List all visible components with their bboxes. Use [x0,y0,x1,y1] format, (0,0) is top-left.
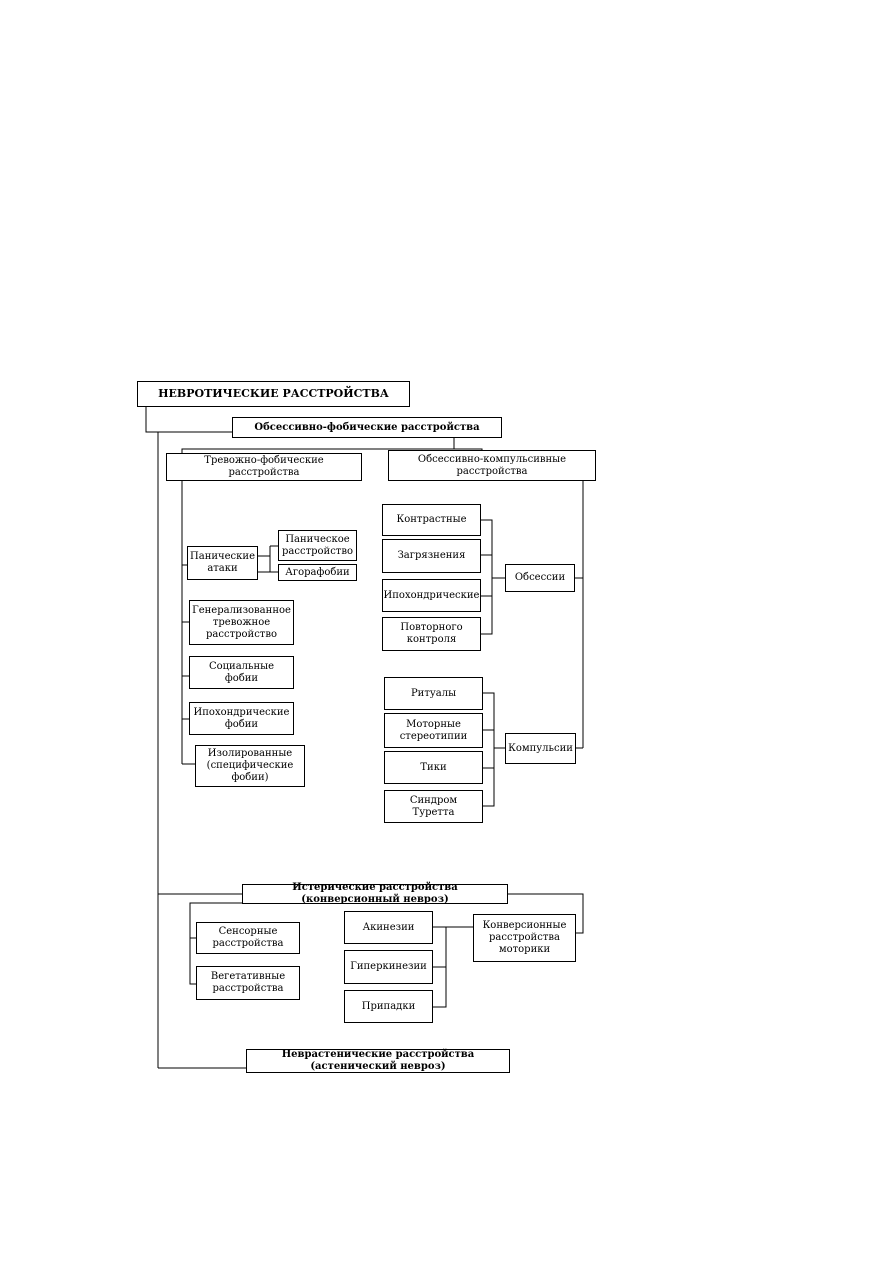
node-obsessive-compulsive: Обсессивно-компульсивные расстройства [388,450,596,481]
connector-hyst-right [508,893,584,934]
node-conversion-motor: Конверсионные расстройства моторики [473,914,576,962]
node-hypochondriac-obsession: Ипохондрические [382,579,481,612]
node-contrast: Контрастные [382,504,481,536]
node-agoraphobia: Агорафобии [278,564,357,581]
node-obsessions: Обсессии [505,564,575,592]
node-neurasthenic: Неврастенические расстройства (астеничес… [246,1049,510,1073]
node-compulsions: Компульсии [505,733,576,764]
node-hyperkinesia: Гиперкинезии [344,950,433,984]
node-root: НЕВРОТИЧЕСКИЕ РАССТРОЙСТВА [137,381,410,407]
node-hysteric: Истерические расстройства (конверсионный… [242,882,508,905]
node-tics: Тики [384,751,483,784]
connector-comp-group [483,692,495,807]
node-contamination: Загрязнения [382,539,481,573]
node-seizures: Припадки [344,990,433,1023]
node-vegetative: Вегетативные расстройства [196,966,300,1000]
node-panic-disorder: Паническое расстройство [278,530,357,561]
node-isolated-phobia: Изолированные (специфические фобии) [195,745,305,787]
node-panic-attacks: Панические атаки [187,546,258,580]
connector-ofr-split [181,438,455,453]
node-rituals: Ритуалы [384,677,483,710]
connector-pan-split [258,555,271,573]
connector-obs-group [481,519,493,635]
node-tourette: Синдром Туретта [384,790,483,823]
connector-root-trunk [145,407,159,1068]
node-hypochondriac-phobia: Ипохондрические фобии [189,702,294,735]
node-obsessive-phobic: Обсессивно-фобические расстройства [232,417,502,438]
connector-hyst-left [189,902,242,985]
node-motor-stereotypies: Моторные стереотипии [384,713,483,748]
node-akinesia: Акинезии [344,911,433,944]
connector-okr-obs [575,481,584,579]
node-anxiety-phobic: Тревожно-фобические расстройства [166,453,362,481]
node-social-phobia: Социальные фобии [189,656,294,689]
node-repeated-control: Повторного контроля [382,617,481,651]
node-gad: Генерализованное тревожное расстройство [189,600,294,645]
node-sensory: Сенсорные расстройства [196,922,300,954]
